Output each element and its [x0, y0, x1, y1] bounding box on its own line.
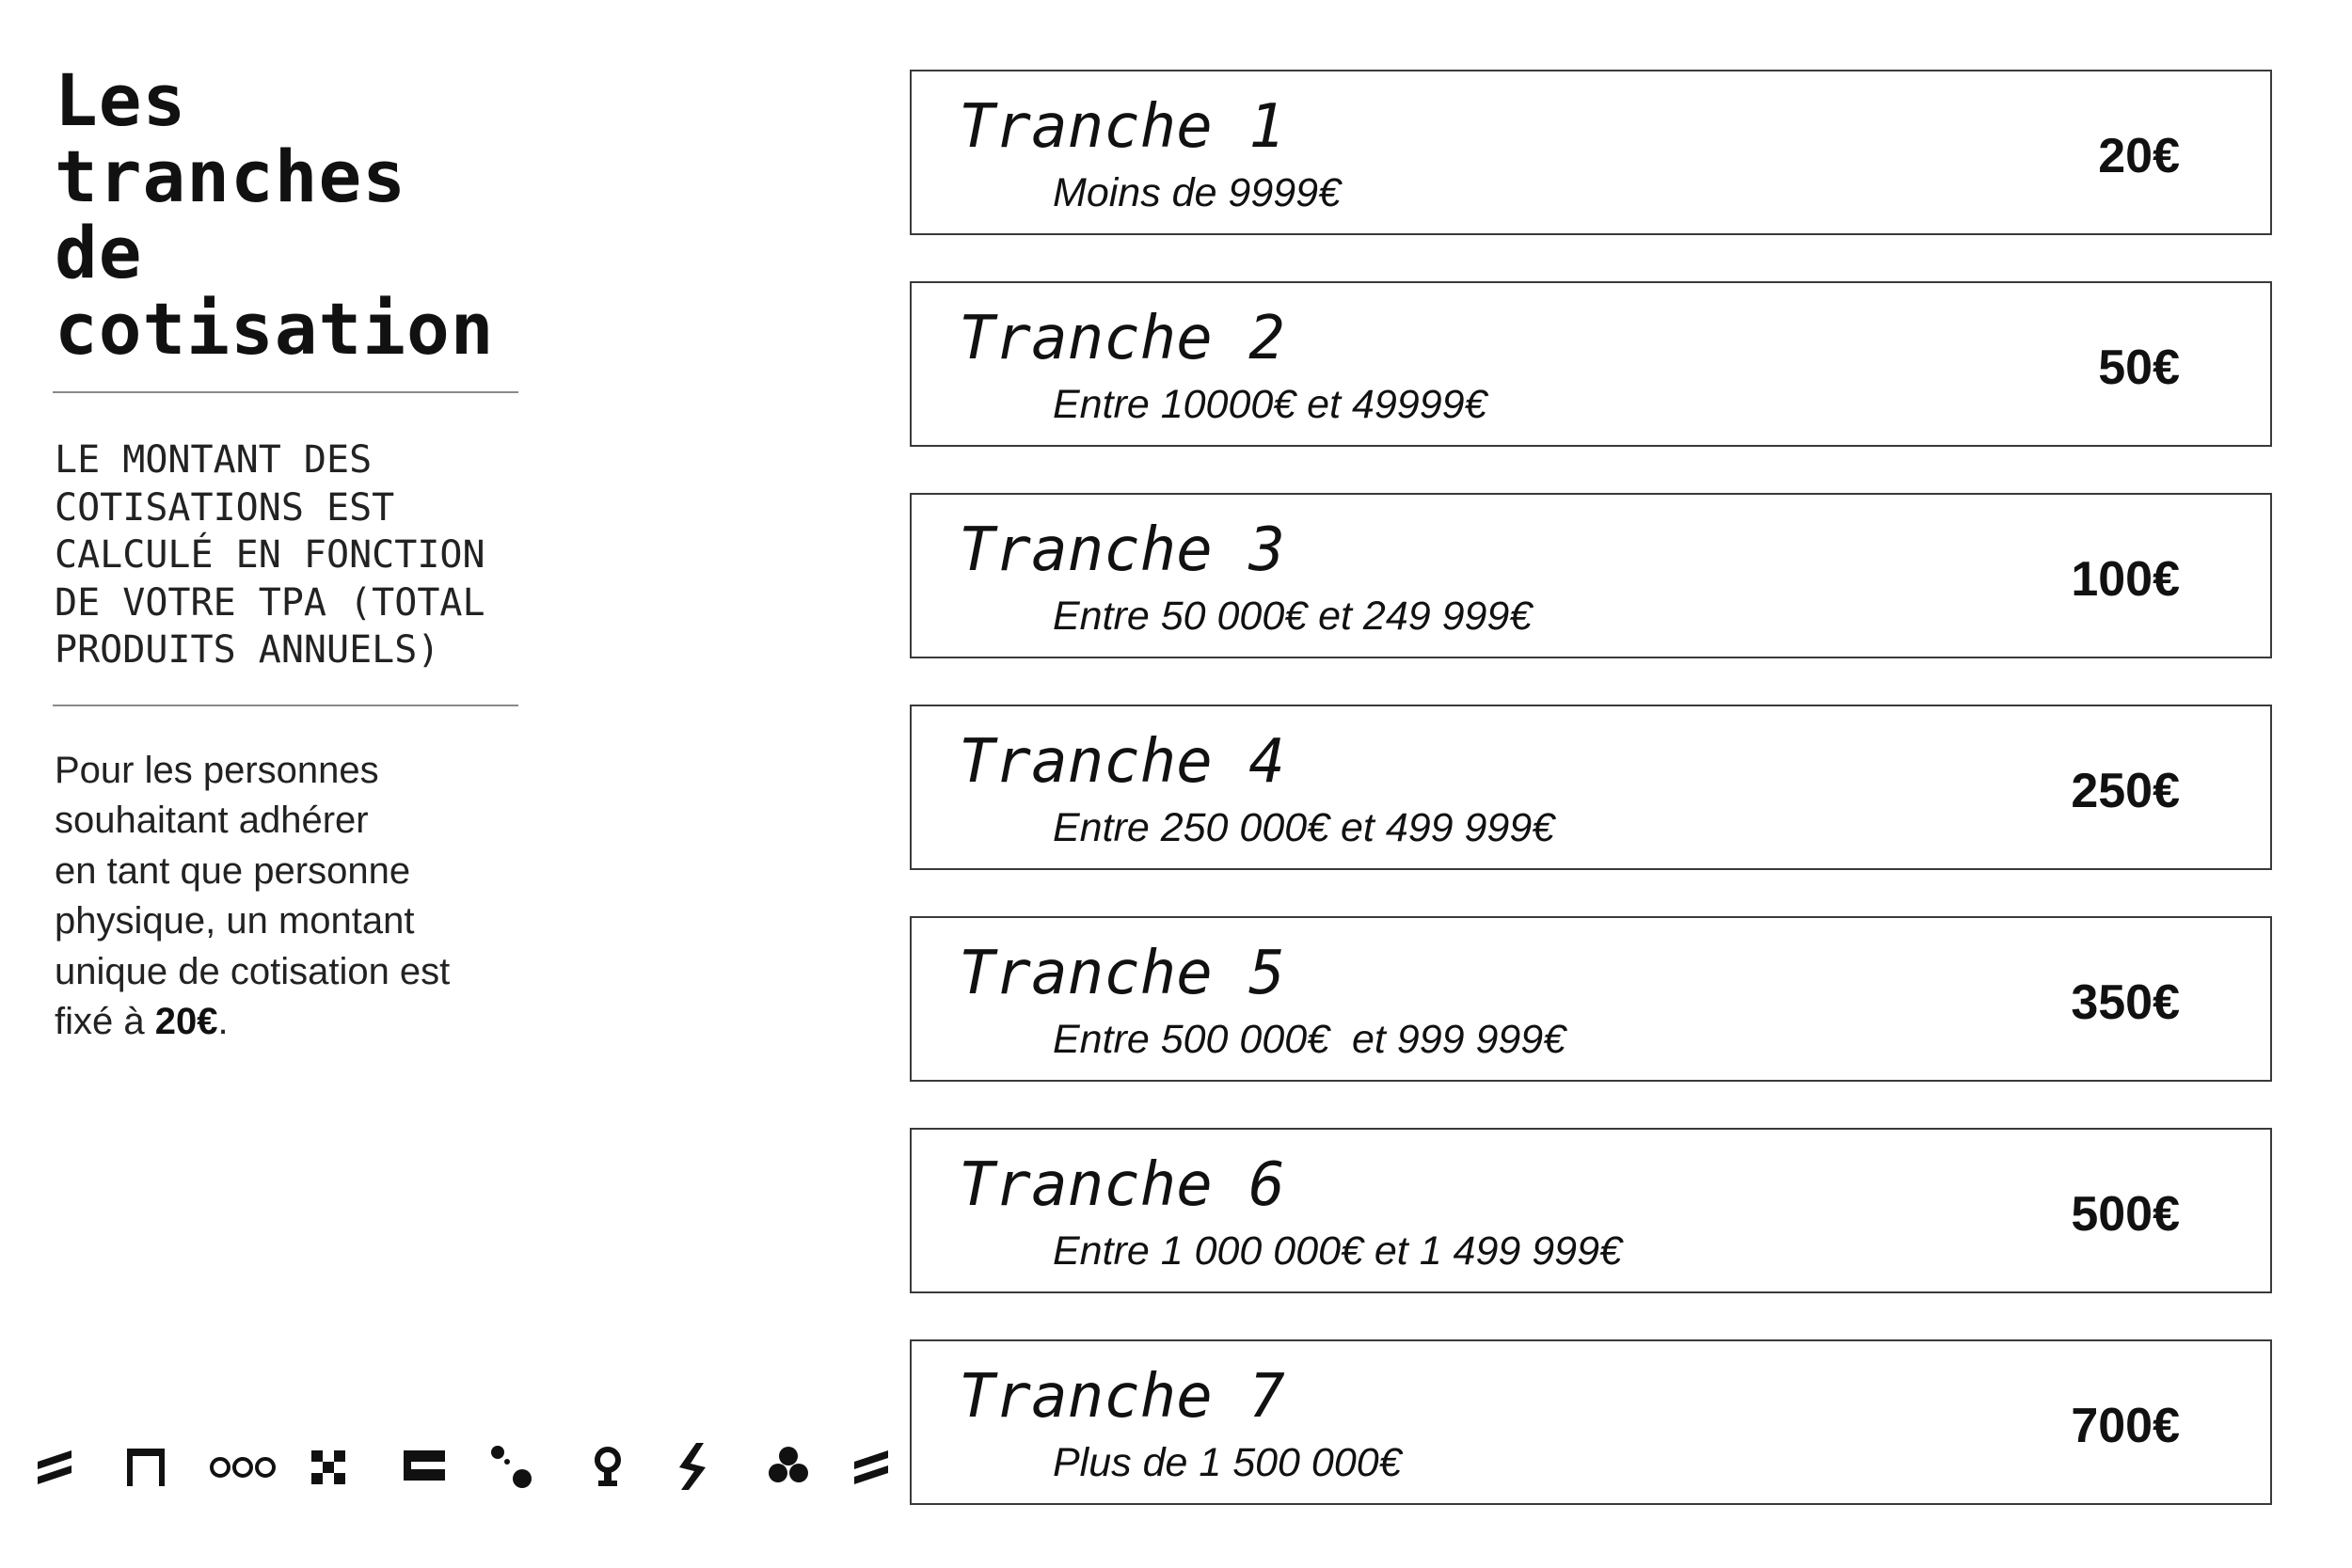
- checker-icon: [302, 1439, 355, 1492]
- tranche-name: Tranche 2: [959, 304, 1285, 373]
- tranche-name: Tranche 6: [959, 1150, 1285, 1220]
- tranche-name: Tranche 1: [959, 92, 1285, 162]
- tranche-price: 20€: [2098, 129, 2180, 183]
- tranche-name: Tranche 7: [959, 1362, 1285, 1432]
- tranche-card: Tranche 5 Entre 500 000€ et 999 999€ 350…: [910, 916, 2272, 1082]
- double-slash-icon: [28, 1439, 81, 1492]
- tpa-explanation: LE MONTANT DES COTISATIONS EST CALCULÉ E…: [55, 436, 525, 674]
- key-icon: [581, 1439, 634, 1492]
- divider: [53, 391, 518, 393]
- tranche-name: Tranche 3: [959, 515, 1285, 585]
- double-bar-icon: [398, 1439, 451, 1492]
- gate-icon: [119, 1439, 172, 1492]
- tranche-card: Tranche 4 Entre 250 000€ et 499 999€ 250…: [910, 705, 2272, 870]
- tpa-line: COTISATIONS EST: [55, 485, 395, 530]
- title-line: cotisation: [55, 287, 495, 371]
- dots-icon: [485, 1439, 537, 1492]
- tranche-range: Entre 500 000€ et 999 999€: [1053, 1017, 1566, 1062]
- note-suffix: .: [217, 1001, 229, 1042]
- intro-column: Les tranches de cotisation LE MONTANT DE…: [53, 62, 525, 1048]
- tpa-line: LE MONTANT DES: [55, 438, 373, 482]
- tranche-price: 100€: [2071, 552, 2180, 607]
- tranche-card: Tranche 2 Entre 10000€ et 49999€ 50€: [910, 281, 2272, 447]
- note-line: Pour les personnes: [55, 749, 379, 791]
- note-line: fixé à 20€.: [55, 997, 506, 1048]
- tranche-name: Tranche 4: [959, 727, 1285, 797]
- decorative-icons-row: [28, 1439, 894, 1496]
- tranche-price: 250€: [2071, 764, 2180, 818]
- double-slash-icon: [845, 1439, 898, 1492]
- individual-membership-note: Pour les personnes souhaitant adhérer en…: [55, 746, 506, 1048]
- title-line: Les: [55, 58, 187, 142]
- tranche-card: Tranche 3 Entre 50 000€ et 249 999€ 100€: [910, 493, 2272, 658]
- tranche-name: Tranche 5: [959, 939, 1285, 1008]
- note-line: souhaitant adhérer: [55, 800, 369, 841]
- tranche-card: Tranche 7 Plus de 1 500 000€ 700€: [910, 1339, 2272, 1505]
- tranche-range: Entre 1 000 000€ et 1 499 999€: [1053, 1228, 1622, 1274]
- tranche-card: Tranche 1 Moins de 9999€ 20€: [910, 70, 2272, 235]
- tranche-range: Moins de 9999€: [1053, 170, 1341, 215]
- tpa-line: CALCULÉ EN FONCTION: [55, 533, 485, 577]
- tranche-price: 350€: [2071, 975, 2180, 1030]
- title-line: tranches: [55, 135, 407, 218]
- tranche-price: 50€: [2098, 341, 2180, 395]
- note-line: unique de cotisation est: [55, 950, 451, 992]
- individual-fee: 20€: [154, 1001, 218, 1042]
- triple-circle-icon: [207, 1439, 282, 1492]
- tpa-line: PRODUITS ANNUELS): [55, 628, 440, 672]
- note-line: physique, un montant: [55, 900, 415, 942]
- tranche-price: 700€: [2071, 1399, 2180, 1453]
- tranche-range: Entre 10000€ et 49999€: [1053, 382, 1487, 427]
- note-line: en tant que personne: [55, 849, 411, 892]
- note-prefix: fixé à: [55, 1001, 155, 1042]
- clover-icon: [762, 1439, 815, 1492]
- tranche-card: Tranche 6 Entre 1 000 000€ et 1 499 999€…: [910, 1128, 2272, 1293]
- page-title: Les tranches de cotisation: [55, 62, 525, 367]
- tranche-range: Entre 250 000€ et 499 999€: [1053, 805, 1555, 850]
- tranche-price: 500€: [2071, 1187, 2180, 1242]
- title-line: de: [55, 211, 143, 294]
- zigzag-icon: [668, 1439, 721, 1492]
- tpa-line: DE VOTRE TPA (TOTAL: [55, 580, 485, 625]
- tranche-range: Entre 50 000€ et 249 999€: [1053, 594, 1533, 639]
- divider: [53, 704, 518, 706]
- tranche-range: Plus de 1 500 000€: [1053, 1440, 1402, 1485]
